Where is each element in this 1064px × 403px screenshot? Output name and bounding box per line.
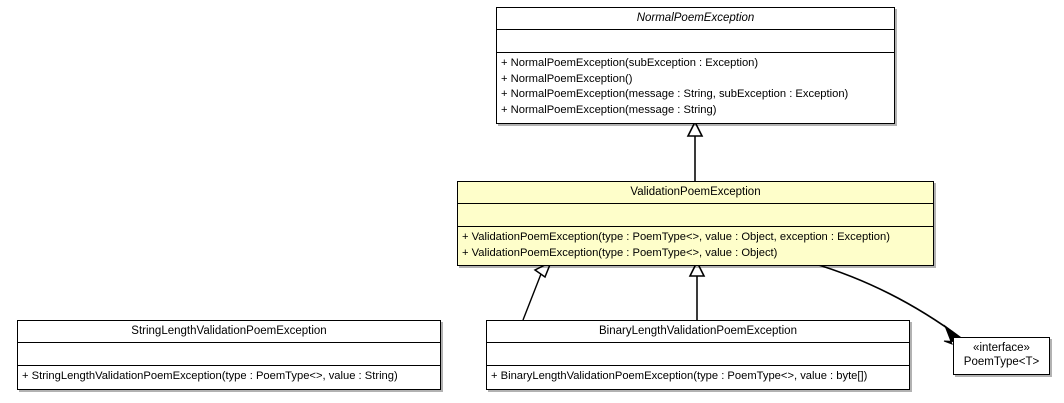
class-name-validation-poem-exception: ValidationPoemException: [458, 182, 933, 204]
attributes-compartment-validation-poem-exception: [458, 204, 933, 227]
operation-line: + NormalPoemException(message : String): [501, 104, 717, 117]
operations-compartment-normal-poem-exception: + NormalPoemException(subException : Exc…: [497, 53, 894, 124]
operation-line: + NormalPoemException(subException : Exc…: [501, 56, 759, 69]
class-box-validation-poem-exception[interactable]: ValidationPoemException + ValidationPoem…: [457, 181, 934, 267]
class-name-binary-length-validation-poem-exception: BinaryLengthValidationPoemException: [487, 321, 909, 343]
attributes-compartment-string-length-validation-poem-exception: [18, 343, 440, 366]
operation-line: + NormalPoemException(): [501, 72, 633, 85]
operation-line: + ValidationPoemException(type : PoemTyp…: [462, 246, 778, 259]
class-name-string-length-validation-poem-exception: StringLengthValidationPoemException: [18, 321, 440, 343]
class-box-string-length-validation-poem-exception[interactable]: StringLengthValidationPoemException + St…: [17, 320, 441, 390]
operations-compartment-binary-length-validation-poem-exception: + BinaryLengthValidationPoemException(ty…: [487, 366, 909, 389]
class-box-normal-poem-exception[interactable]: NormalPoemException + NormalPoemExceptio…: [496, 7, 895, 125]
operation-line: + StringLengthValidationPoemException(ty…: [22, 369, 398, 382]
operation-line: + ValidationPoemException(type : PoemTyp…: [462, 230, 890, 243]
operation-line: + BinaryLengthValidationPoemException(ty…: [491, 369, 868, 382]
stereotype-label: «interface»: [973, 342, 1030, 354]
generalization-validation-to-normal: [686, 120, 704, 181]
class-name-normal-poem-exception: NormalPoemException: [497, 8, 894, 30]
attributes-compartment-normal-poem-exception: [497, 30, 894, 53]
class-name-poem-type: PoemType<T>: [963, 356, 1040, 369]
attributes-compartment-binary-length-validation-poem-exception: [487, 343, 909, 366]
interface-name-block: «interface» PoemType<T>: [954, 338, 1049, 374]
generalization-stringlength-to-validation: [522, 260, 553, 321]
generalization-binarylength-to-validation: [688, 260, 706, 320]
class-box-binary-length-validation-poem-exception[interactable]: BinaryLengthValidationPoemException + Bi…: [486, 320, 910, 390]
operations-compartment-validation-poem-exception: + ValidationPoemException(type : PoemTyp…: [458, 227, 933, 266]
operation-line: + NormalPoemException(message : String, …: [501, 88, 849, 101]
class-box-poem-type-interface[interactable]: «interface» PoemType<T>: [953, 337, 1050, 375]
operations-compartment-string-length-validation-poem-exception: + StringLengthValidationPoemException(ty…: [18, 366, 440, 389]
